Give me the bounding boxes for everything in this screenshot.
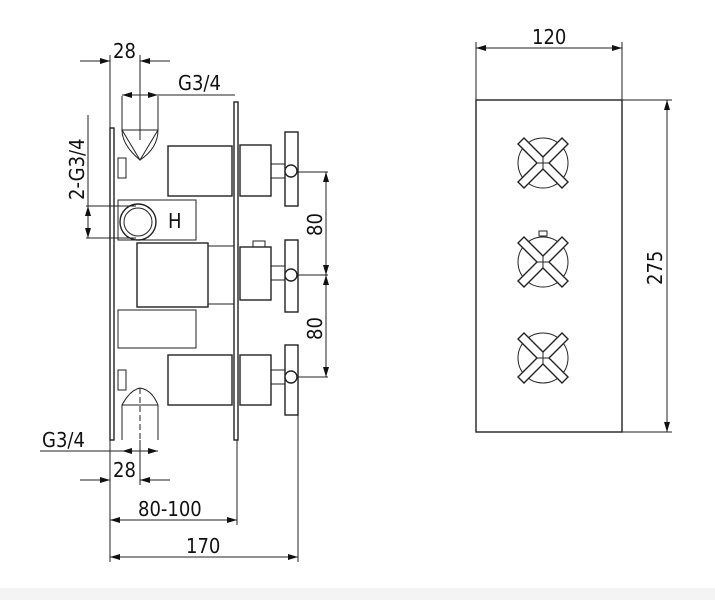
- cover-plate: [233, 101, 239, 441]
- dim-bottom-offset: 28: [113, 458, 136, 482]
- dim-top-offset: 28: [113, 39, 136, 63]
- top-outlet: [121, 96, 159, 161]
- dim-top-thread: G3/4: [178, 71, 221, 95]
- cross-handle-bottom: [517, 332, 569, 384]
- valve-body-bottom: [167, 354, 233, 406]
- dim-side-thread: 2-G3/4: [65, 138, 89, 200]
- inlet-circle: [119, 203, 157, 241]
- bottom-outlet: [121, 387, 159, 440]
- h-marking: H: [168, 209, 182, 233]
- front-view: 120 275: [475, 25, 672, 433]
- side-view: H 28 G3/4: [40, 39, 329, 562]
- dim-total-depth: 170: [186, 534, 220, 558]
- back-plate: [109, 127, 115, 441]
- dim-depth-range: 80-100: [138, 497, 202, 521]
- cross-handle-middle: [517, 230, 569, 288]
- valve-body-top: [167, 145, 233, 197]
- dim-height: 275: [643, 251, 667, 285]
- cross-handle-top: [517, 137, 569, 189]
- handle-top: [239, 131, 299, 207]
- dim-width: 120: [532, 25, 566, 49]
- valve-body-middle: [136, 242, 209, 308]
- dim-spacing-lower: 80: [303, 317, 327, 340]
- handle-bottom: [239, 344, 299, 416]
- bottom-band: [0, 588, 715, 600]
- dim-bottom-thread: G3/4: [42, 428, 85, 452]
- handle-middle: [239, 239, 299, 313]
- dim-spacing-upper: 80: [303, 213, 327, 236]
